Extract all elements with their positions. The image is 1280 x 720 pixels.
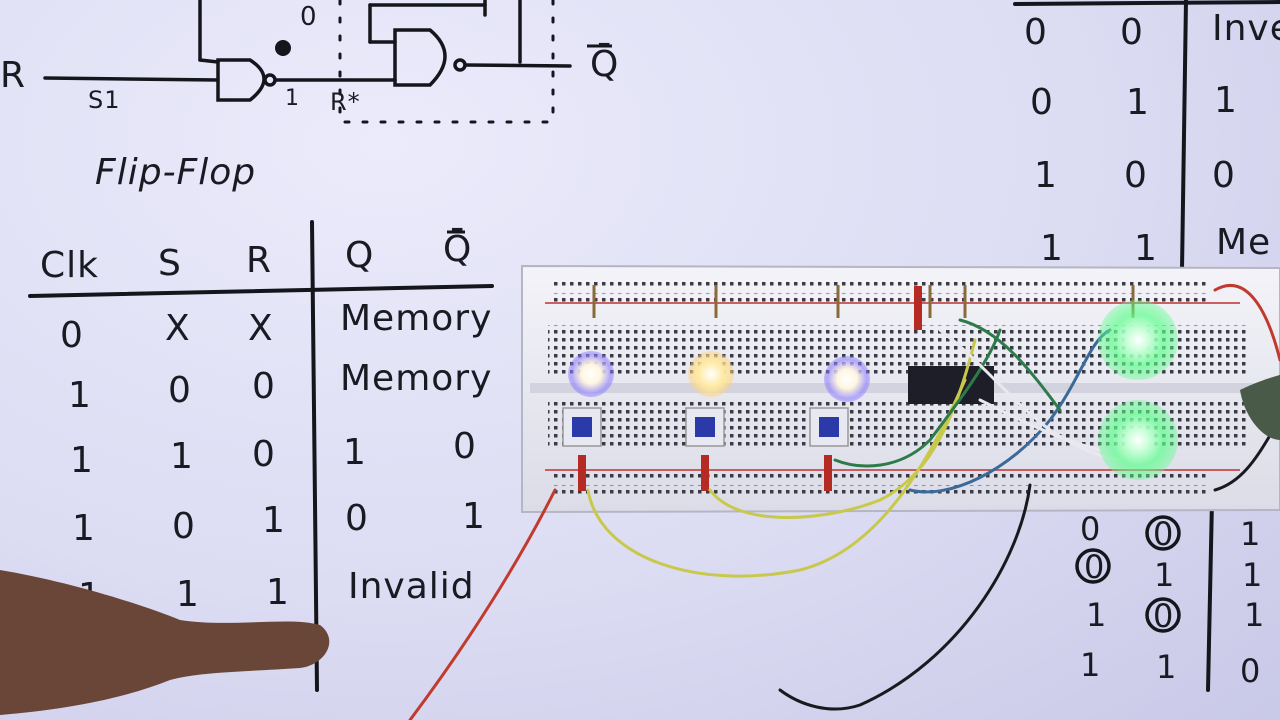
rt-r3-b: 0 (1124, 155, 1148, 196)
rt-lower-r1-b: 0 (1153, 515, 1175, 553)
rt-r2-a: 0 (1030, 82, 1054, 123)
cell-r3-clk: 1 (70, 440, 94, 481)
rt-lower-r3-a: 1 (1086, 596, 1108, 634)
rt-lower-r2-a: 0 (1084, 548, 1106, 586)
sketch-label-rstar: R* (330, 88, 361, 116)
cell-r4-q: 0 (345, 498, 369, 539)
rt-r4-b: 1 (1134, 228, 1158, 269)
sketch-label-qbar: Q̄ (590, 44, 620, 85)
rt-lower-r2-b: 1 (1154, 556, 1176, 594)
rt-lower-r2-c: 1 (1242, 556, 1264, 594)
cell-r1-clk: 0 (60, 315, 84, 356)
rt-r4-a: 1 (1040, 228, 1064, 269)
header-qbar: Q̄ (443, 229, 473, 270)
rt-lower-r4-c: 0 (1240, 652, 1262, 690)
cell-r4-s: 0 (172, 506, 196, 547)
breadboard (521, 264, 1280, 514)
cell-r2-clk: 1 (68, 375, 92, 416)
cell-r2-q: Memory (340, 358, 493, 399)
rt-r1-c: Inve (1212, 8, 1280, 49)
sketch-label-zero: 0 (300, 2, 318, 32)
rt-lower-r1-a: 0 (1080, 510, 1102, 548)
rt-lower-r4-a: 1 (1080, 646, 1102, 684)
cell-r3-s: 1 (170, 436, 194, 477)
cell-r4-qbar: 1 (462, 496, 486, 537)
rt-r3-c: 0 (1212, 155, 1236, 196)
cell-r5-q: Invalid (348, 566, 475, 607)
rt-r1-b: 0 (1120, 12, 1144, 53)
push-buttons (562, 407, 849, 447)
cell-r2-s: 0 (168, 370, 192, 411)
sketch-label-s1: S1 (88, 86, 121, 114)
page-title: Flip-Flop (95, 152, 257, 193)
cell-r1-r: X (248, 308, 274, 349)
cell-r1-q: Memory (340, 298, 493, 339)
jumper-wires (408, 283, 1280, 720)
header-q: Q (345, 235, 375, 276)
ic-chip (908, 366, 994, 404)
rt-lower-r3-c: 1 (1244, 596, 1266, 634)
cell-r3-q: 1 (343, 432, 367, 473)
header-s: S (158, 243, 182, 284)
cell-r4-clk: 1 (72, 508, 96, 549)
hand (0, 375, 1280, 715)
rt-r2-c: 1 (1214, 80, 1238, 121)
rt-lower-r1-c: 1 (1240, 515, 1262, 553)
rt-lower-r4-b: 1 (1156, 648, 1178, 686)
sketch-label-r: R (0, 55, 27, 96)
rt-r2-b: 1 (1126, 82, 1150, 123)
cell-r4-r: 1 (262, 500, 286, 541)
rt-lower-r3-b: 0 (1153, 597, 1175, 635)
header-r: R (246, 240, 273, 281)
sketch-label-1: 1 (285, 86, 300, 111)
rt-r3-a: 1 (1034, 155, 1058, 196)
cell-r3-qbar: 0 (453, 426, 477, 467)
rt-r4-c: Me (1216, 222, 1272, 263)
cell-r2-r: 0 (252, 366, 276, 407)
cell-r1-s: X (165, 308, 191, 349)
cell-r5-s: 1 (176, 574, 200, 615)
cell-r5-r: 1 (266, 572, 290, 613)
header-clk: Clk (40, 245, 99, 286)
red-pins (578, 286, 922, 491)
rt-r1-a: 0 (1024, 12, 1048, 53)
cell-r3-r: 0 (252, 434, 276, 475)
